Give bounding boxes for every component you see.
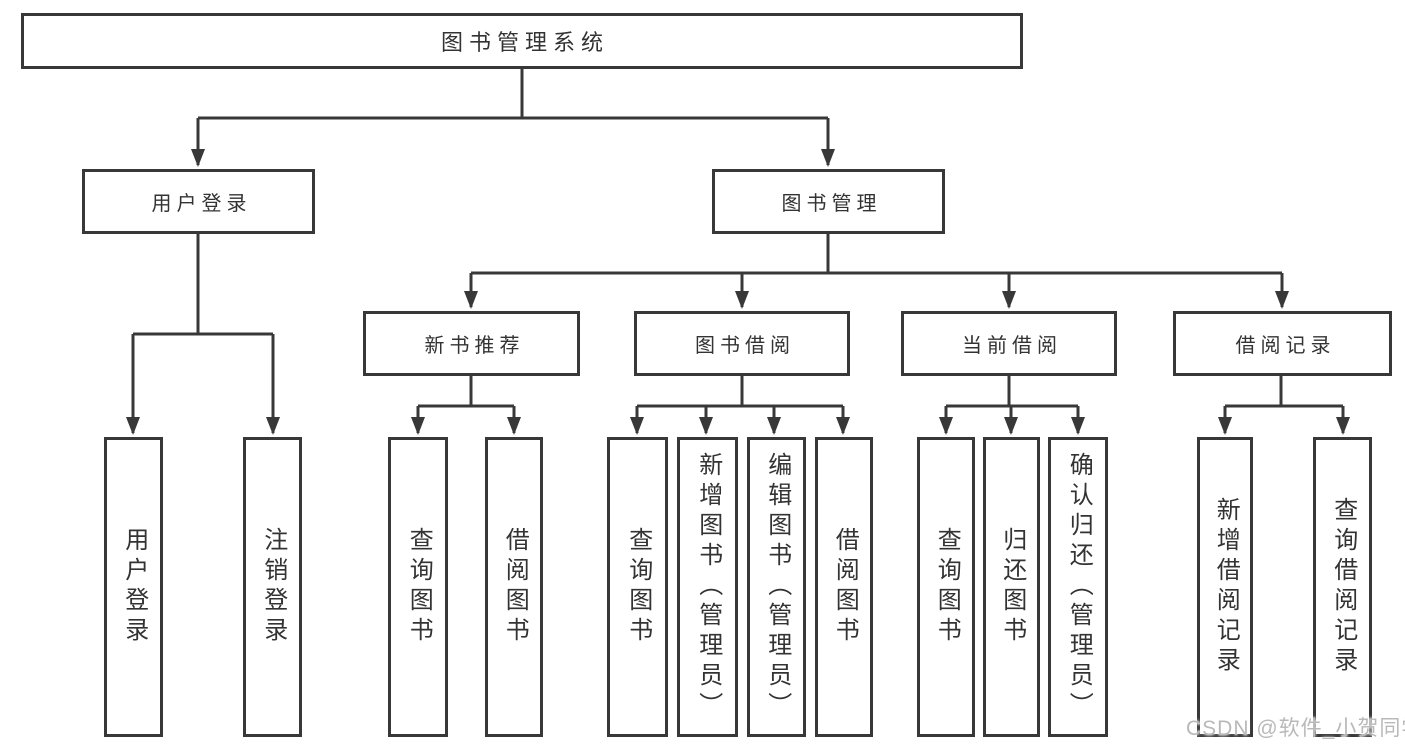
node-label: 用户登录: [151, 193, 252, 215]
node-label: 查询图书: [933, 527, 961, 647]
node-label: 查询图书: [405, 527, 433, 647]
leaf-nb-borrow-books: 借阅图书: [485, 437, 543, 737]
leaf-br-add-record: 新增借阅记录: [1197, 437, 1253, 737]
leaf-bb-edit-books-admin: 编辑图书（管理员）: [747, 437, 806, 737]
node-root-system: 图书管理系统: [21, 13, 1023, 69]
node-label: 注销登录: [259, 527, 287, 647]
leaf-bb-add-books-admin: 新增图书（管理员）: [677, 437, 738, 737]
leaf-bb-borrow-books: 借阅图书: [815, 437, 873, 737]
node-new-book-recommend: 新书推荐: [363, 311, 580, 376]
leaf-br-query-record: 查询借阅记录: [1313, 437, 1372, 737]
node-label: 查询图书: [624, 527, 652, 647]
node-label: 图书管理系统: [440, 30, 609, 55]
node-label: 新增借阅记录: [1212, 497, 1240, 677]
node-label: 新增图书（管理员）: [694, 452, 722, 722]
node-label: 图书借阅: [695, 335, 795, 357]
node-user-login: 用户登录: [82, 169, 315, 234]
node-label: 归还图书: [998, 527, 1026, 647]
leaf-cb-confirm-return-admin: 确认归还（管理员）: [1048, 437, 1108, 737]
leaf-user-login: 用户登录: [104, 437, 163, 737]
node-label: 用户登录: [120, 527, 148, 647]
node-label: 编辑图书（管理员）: [763, 452, 791, 722]
node-label: 当前借阅: [962, 335, 1062, 357]
leaf-cb-query-books: 查询图书: [917, 437, 975, 737]
leaf-bb-query-books: 查询图书: [607, 437, 668, 737]
node-book-borrowing: 图书借阅: [634, 311, 850, 376]
node-label: 图书管理: [781, 193, 882, 215]
leaf-nb-query-books: 查询图书: [388, 437, 448, 737]
node-label: 借阅图书: [501, 527, 529, 647]
node-label: 借阅记录: [1235, 335, 1336, 357]
node-current-borrowing: 当前借阅: [901, 311, 1117, 376]
leaf-logout: 注销登录: [243, 437, 302, 737]
node-label: 新书推荐: [424, 335, 525, 357]
node-label: 确认归还（管理员）: [1065, 452, 1093, 722]
node-label: 查询借阅记录: [1329, 497, 1357, 677]
node-label: 借阅图书: [831, 527, 859, 647]
node-book-management: 图书管理: [712, 169, 945, 234]
node-borrowing-records: 借阅记录: [1173, 311, 1392, 376]
csdn-watermark: CSDN @软件_小贺同学: [1186, 717, 1405, 740]
leaf-cb-return-books: 归还图书: [983, 437, 1040, 737]
